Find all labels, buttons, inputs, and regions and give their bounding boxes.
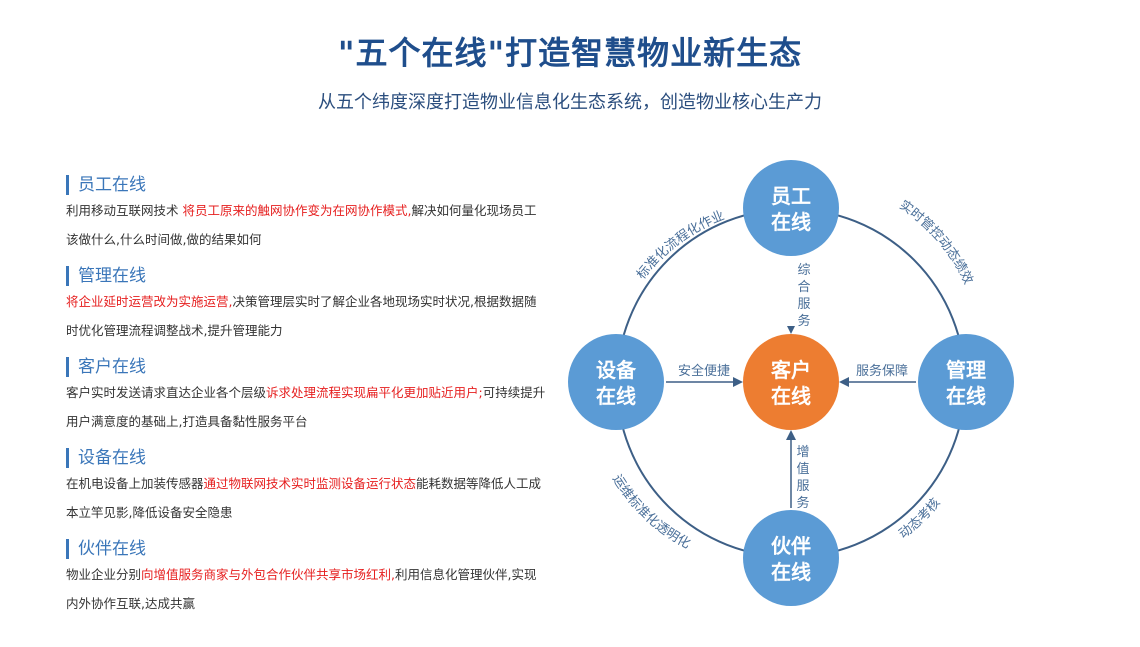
node-staff-line1: 员工: [771, 184, 811, 208]
arrow-label-top-1: 综: [797, 263, 810, 278]
desc-text: 利用信息化管理伙伴,实现内外协作互联,达成共赢: [66, 567, 537, 611]
desc-highlight: 诉求处理流程实现扁平化更加贴近用户;: [266, 385, 483, 400]
desc-text: 可持续提升用户满意度的基础上,打造具备黏性服务平台: [66, 385, 546, 429]
arrow-label-bottom-2: 值: [796, 461, 809, 477]
node-customer-line2: 在线: [771, 384, 811, 408]
feature-title: 客户在线: [66, 357, 546, 377]
node-management-line2: 在线: [946, 384, 986, 408]
node-customer-line1: 客户: [770, 358, 811, 382]
desc-text: 在机电设备上加装传感器: [66, 476, 204, 491]
desc-highlight: 将企业延时运营改为实施运营,: [66, 294, 233, 309]
arrow-label-bottom-4: 务: [796, 495, 809, 511]
arrow-label-top-2: 合: [797, 280, 810, 295]
arrow-label-top-4: 务: [797, 313, 810, 329]
node-staff: [743, 160, 839, 256]
feature-desc: 客户实时发送请求直达企业各个层级诉求处理流程实现扁平化更加贴近用户;可持续提升用…: [66, 378, 546, 436]
feature-title: 伙伴在线: [66, 539, 546, 559]
desc-text: 利用移动互联网技术: [66, 203, 183, 218]
node-customer: [743, 334, 839, 430]
feature-item-management: 管理在线 将企业延时运营改为实施运营,决策管理层实时了解企业各地现场实时状况,根…: [66, 266, 546, 345]
feature-list: 员工在线 利用移动互联网技术 将员工原来的触网协作变为在网协作模式,解决如何量化…: [66, 175, 546, 630]
feature-desc: 物业企业分别向增值服务商家与外包合作伙伴共享市场红利,利用信息化管理伙伴,实现内…: [66, 560, 546, 618]
arrow-label-right: 服务保障: [856, 363, 908, 379]
arc-label-top-left: 标准化流程化作业: [634, 208, 727, 282]
desc-highlight: 通过物联网技术实时监测设备运行状态: [203, 476, 417, 491]
arc-label-bottom-right: 动态考核: [896, 496, 943, 542]
desc-highlight: 将员工原来的触网协作变为在网协作模式,: [182, 203, 412, 218]
feature-desc: 将企业延时运营改为实施运营,决策管理层实时了解企业各地现场实时状况,根据数据随时…: [66, 287, 546, 345]
page-subtitle: 从五个纬度深度打造物业信息化生态系统，创造物业核心生产力: [318, 92, 822, 113]
desc-text: 物业企业分别: [66, 567, 142, 582]
arc-label-top-right: 实时管控动态绩效: [896, 198, 975, 287]
feature-item-partner: 伙伴在线 物业企业分别向增值服务商家与外包合作伙伴共享市场红利,利用信息化管理伙…: [66, 539, 546, 618]
feature-item-device: 设备在线 在机电设备上加装传感器通过物联网技术实时监测设备运行状态能耗数据等降低…: [66, 448, 546, 527]
page-title: "五个在线"打造智慧物业新生态: [337, 34, 803, 72]
feature-item-staff: 员工在线 利用移动互联网技术 将员工原来的触网协作变为在网协作模式,解决如何量化…: [66, 175, 546, 254]
node-device-line2: 在线: [596, 384, 636, 408]
arrow-label-bottom-3: 服: [796, 479, 809, 494]
node-device: [568, 334, 664, 430]
feature-desc: 在机电设备上加装传感器通过物联网技术实时监测设备运行状态能耗数据等降低人工成本立…: [66, 469, 546, 527]
arrow-label-bg: [781, 258, 801, 326]
arrow-label-top-3: 服: [797, 297, 810, 312]
arrow-label-bottom-1: 增: [796, 445, 809, 460]
node-partner-line1: 伙伴: [771, 534, 811, 558]
desc-highlight: 向增值服务商家与外包合作伙伴共享市场红利,: [141, 567, 395, 582]
node-partner: [743, 510, 839, 606]
node-partner-line2: 在线: [771, 560, 811, 584]
desc-text: 决策管理层实时了解企业各地现场实时状况,根据数据随时优化管理流程调整战术,提升管…: [66, 294, 537, 338]
desc-text: 能耗数据等降低人工成本立竿见影,降低设备安全隐患: [66, 476, 542, 520]
arrow-label-left: 安全便捷: [678, 363, 730, 379]
five-online-diagram: 标准化流程化作业 实时管控动态绩效 运维标准化透明化 动态考核 综 合 服 务 …: [560, 150, 1040, 630]
feature-title: 管理在线: [66, 266, 546, 286]
arc-label-bottom-left: 运维标准化透明化: [609, 472, 693, 552]
feature-title: 员工在线: [66, 175, 546, 195]
feature-title: 设备在线: [66, 448, 546, 468]
node-staff-line2: 在线: [771, 210, 811, 234]
node-device-line1: 设备: [596, 358, 637, 382]
diagram-svg: 标准化流程化作业 实时管控动态绩效 运维标准化透明化 动态考核 综 合 服 务 …: [568, 160, 1014, 606]
feature-item-customer: 客户在线 客户实时发送请求直达企业各个层级诉求处理流程实现扁平化更加贴近用户;可…: [66, 357, 546, 436]
node-management-line1: 管理: [946, 358, 986, 382]
node-management: [918, 334, 1014, 430]
feature-desc: 利用移动互联网技术 将员工原来的触网协作变为在网协作模式,解决如何量化现场员工该…: [66, 196, 546, 254]
desc-text: 客户实时发送请求直达企业各个层级: [66, 385, 267, 400]
desc-text: 解决如何量化现场员工该做什么,什么时间做,做的结果如何: [66, 203, 537, 247]
